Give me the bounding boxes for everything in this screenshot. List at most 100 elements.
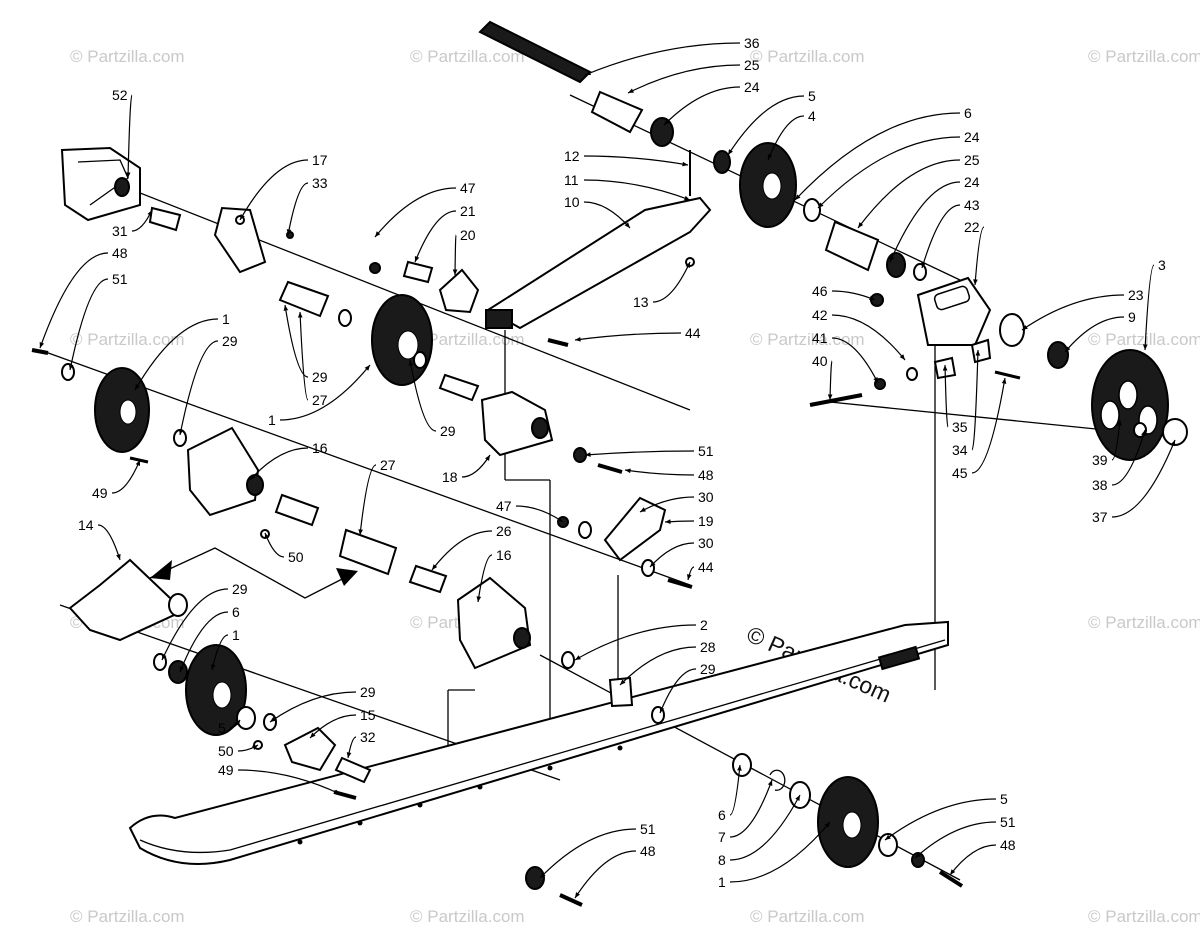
callout-c4: 4 (767, 108, 816, 161)
callout-arrowhead (39, 342, 45, 348)
bracket-16a (129, 426, 448, 594)
callout-c30a: 30 (639, 489, 714, 513)
callout-c16b: 16 (476, 547, 512, 603)
callout-c22: 22 (964, 219, 985, 286)
callout-arrowhead (827, 394, 833, 400)
callout-c49a: 49 (92, 459, 141, 501)
callout-number: 24 (964, 129, 980, 145)
callout-arrowhead (179, 666, 185, 672)
arrow-head-left (150, 560, 172, 580)
callout-arrowhead (659, 707, 665, 713)
callout-leader (949, 844, 997, 876)
callout-number: 1 (718, 874, 726, 890)
callout-leader (889, 181, 961, 263)
callout-arrowhead (665, 519, 671, 524)
callout-arrowhead (767, 154, 773, 160)
callout-leader (921, 204, 961, 269)
spacer-5b (236, 706, 256, 730)
callout-number: 19 (698, 513, 714, 529)
callout-leader (794, 112, 961, 201)
callout-leader (574, 332, 682, 341)
washer-29a (338, 309, 352, 327)
bracket-16a-body (186, 426, 260, 517)
callout-arrowhead (252, 745, 258, 750)
callout-leader (539, 828, 637, 879)
arm-10 (485, 150, 712, 347)
callout-c37: 37 (1092, 439, 1176, 525)
callout-c1b: 1 (268, 364, 371, 428)
callout-arrowhead (1141, 430, 1146, 436)
callout-leader (1111, 419, 1121, 461)
callout-leader (1111, 429, 1146, 486)
callout-arrowhead (135, 460, 140, 466)
callout-leader (574, 850, 637, 899)
callout-number: 29 (222, 333, 238, 349)
callout-leader (359, 464, 377, 536)
washer-2 (561, 651, 575, 669)
shaft-36 (478, 20, 674, 147)
callout-number: 42 (812, 307, 828, 323)
callout-number: 51 (640, 821, 656, 837)
callout-leader (409, 359, 437, 432)
callout-leader (584, 42, 741, 76)
callout-arrowhead (125, 172, 131, 178)
callout-leader (831, 290, 876, 301)
callout-leader (729, 794, 801, 861)
callout-number: 16 (496, 547, 512, 563)
slide-rail (128, 620, 949, 865)
callout-number: 1 (222, 311, 230, 327)
callout-leader (1144, 264, 1155, 351)
callout-number: 14 (78, 517, 94, 533)
callout-arrowhead (432, 564, 438, 570)
bolt-48a (31, 348, 49, 355)
washer-43 (913, 263, 927, 281)
callout-c27b: 27 (358, 457, 396, 536)
callout-leader (299, 311, 309, 401)
block-19-body (603, 496, 667, 562)
bearing-6 (803, 198, 821, 222)
callout-number: 27 (380, 457, 396, 473)
callout-c48a: 48 (39, 245, 128, 349)
callout-number: 30 (698, 489, 714, 505)
bushing-25 (590, 90, 644, 134)
spacer-5 (713, 150, 731, 174)
callout-c51d: 51 (539, 821, 656, 879)
callout-number: 39 (1092, 452, 1108, 468)
block-19 (557, 496, 693, 589)
washer-51d (525, 866, 545, 890)
callout-arrowhead (364, 365, 370, 371)
callout-arrowhead (1142, 344, 1148, 350)
bracket-16b-body (456, 576, 532, 670)
callout-leader (179, 340, 219, 436)
callout-c3: 3 (1142, 257, 1166, 351)
bolt-48b (597, 463, 623, 474)
callout-number: 40 (812, 353, 828, 369)
bracket-18-body (480, 390, 554, 457)
bushing-32 (334, 756, 372, 784)
callout-arrowhead (1022, 324, 1028, 330)
callout-c17: 17 (239, 152, 328, 221)
callout-number: 48 (698, 467, 714, 483)
block-15 (283, 726, 337, 772)
callout-c21: 21 (414, 203, 476, 263)
callout-c5b: 5 (218, 719, 241, 736)
callout-arrowhead (297, 312, 303, 318)
callout-leader (239, 159, 309, 221)
callout-leader (269, 691, 357, 723)
callout-arrowhead (358, 529, 363, 535)
callout-c33: 33 (286, 175, 328, 236)
callout-leader (649, 542, 695, 568)
callout-number: 6 (232, 604, 240, 620)
bearing-6b (168, 660, 188, 684)
spacer-27a (278, 280, 330, 318)
washer-51c (911, 852, 925, 868)
callout-number: 6 (964, 105, 972, 121)
screw-45 (994, 370, 1021, 380)
bushing-31 (148, 206, 182, 232)
callout-leader (619, 646, 697, 686)
callout-c23: 23 (1021, 287, 1144, 331)
callout-arrowhead (824, 822, 830, 828)
rail-slot (877, 645, 921, 671)
callout-arrowhead (68, 364, 74, 370)
